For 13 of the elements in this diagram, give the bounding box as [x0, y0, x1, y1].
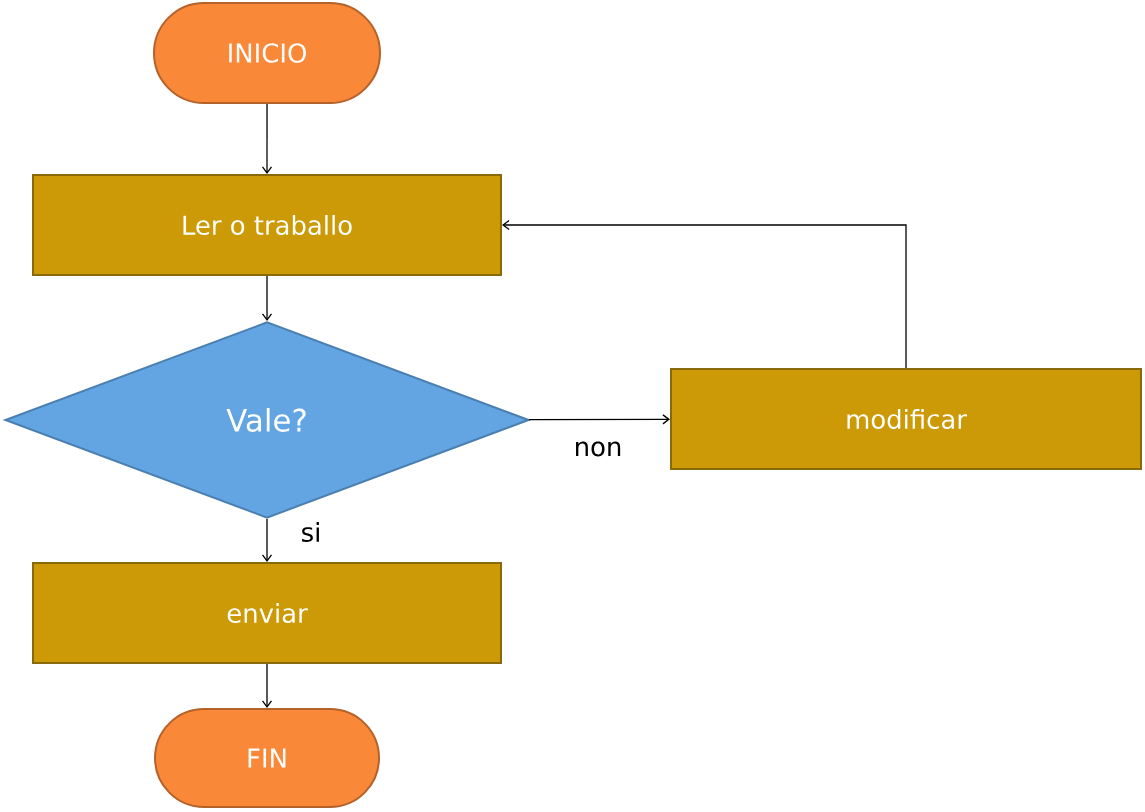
arrow — [502, 219, 907, 369]
terminal-pill: FIN — [154, 708, 380, 808]
arrow — [261, 518, 273, 562]
edge-label: non — [572, 440, 624, 458]
arrow — [261, 663, 273, 708]
process-box: Ler o traballo — [32, 174, 502, 276]
process-box: enviar — [32, 562, 502, 664]
arrow — [528, 414, 670, 425]
terminal-pill: INICIO — [153, 2, 381, 104]
edge-label: si — [299, 520, 323, 543]
process-box: modificar — [670, 368, 1142, 470]
arrow — [261, 103, 273, 174]
arrow — [261, 275, 273, 321]
